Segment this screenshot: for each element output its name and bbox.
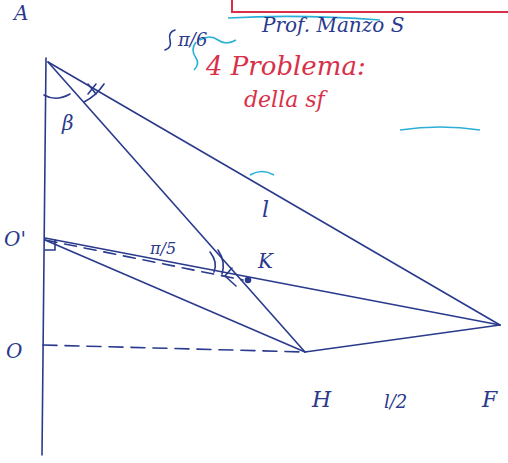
angle-mark	[88, 84, 96, 94]
segment-base	[43, 345, 305, 352]
point-label: O'	[4, 228, 26, 250]
point-label: O	[6, 340, 22, 362]
axis-line	[42, 58, 46, 455]
right-angle-mark	[225, 268, 236, 286]
angle-arc	[44, 94, 70, 98]
right-angle-mark	[45, 240, 55, 250]
angle-arc	[84, 84, 104, 102]
angle-label: β	[62, 112, 74, 134]
angle-arc	[218, 250, 223, 274]
angle-label: π/5	[150, 240, 176, 258]
title-frame	[232, 0, 508, 12]
problem-title: 4 Problema:	[206, 52, 366, 81]
bracket-mark	[400, 127, 480, 130]
length-label: l	[262, 198, 269, 222]
point-k	[246, 278, 251, 283]
segment-of	[45, 238, 500, 325]
point-label: K	[258, 250, 273, 272]
segment-ok	[45, 240, 243, 280]
author-note: Prof. Manzo S	[262, 14, 404, 36]
bracket-mark	[250, 172, 274, 176]
angle-label: π/6	[178, 30, 207, 50]
segment-oh	[45, 240, 305, 352]
segment-af	[48, 62, 500, 325]
point-label: H	[312, 388, 331, 412]
angle-arc	[210, 252, 215, 272]
problem-title: della sf	[244, 88, 325, 112]
point-label: A	[14, 2, 28, 24]
segment-hf	[305, 325, 500, 352]
angle-pointer	[165, 30, 175, 50]
length-label: l/2	[384, 392, 407, 412]
point-label: F	[482, 388, 497, 412]
